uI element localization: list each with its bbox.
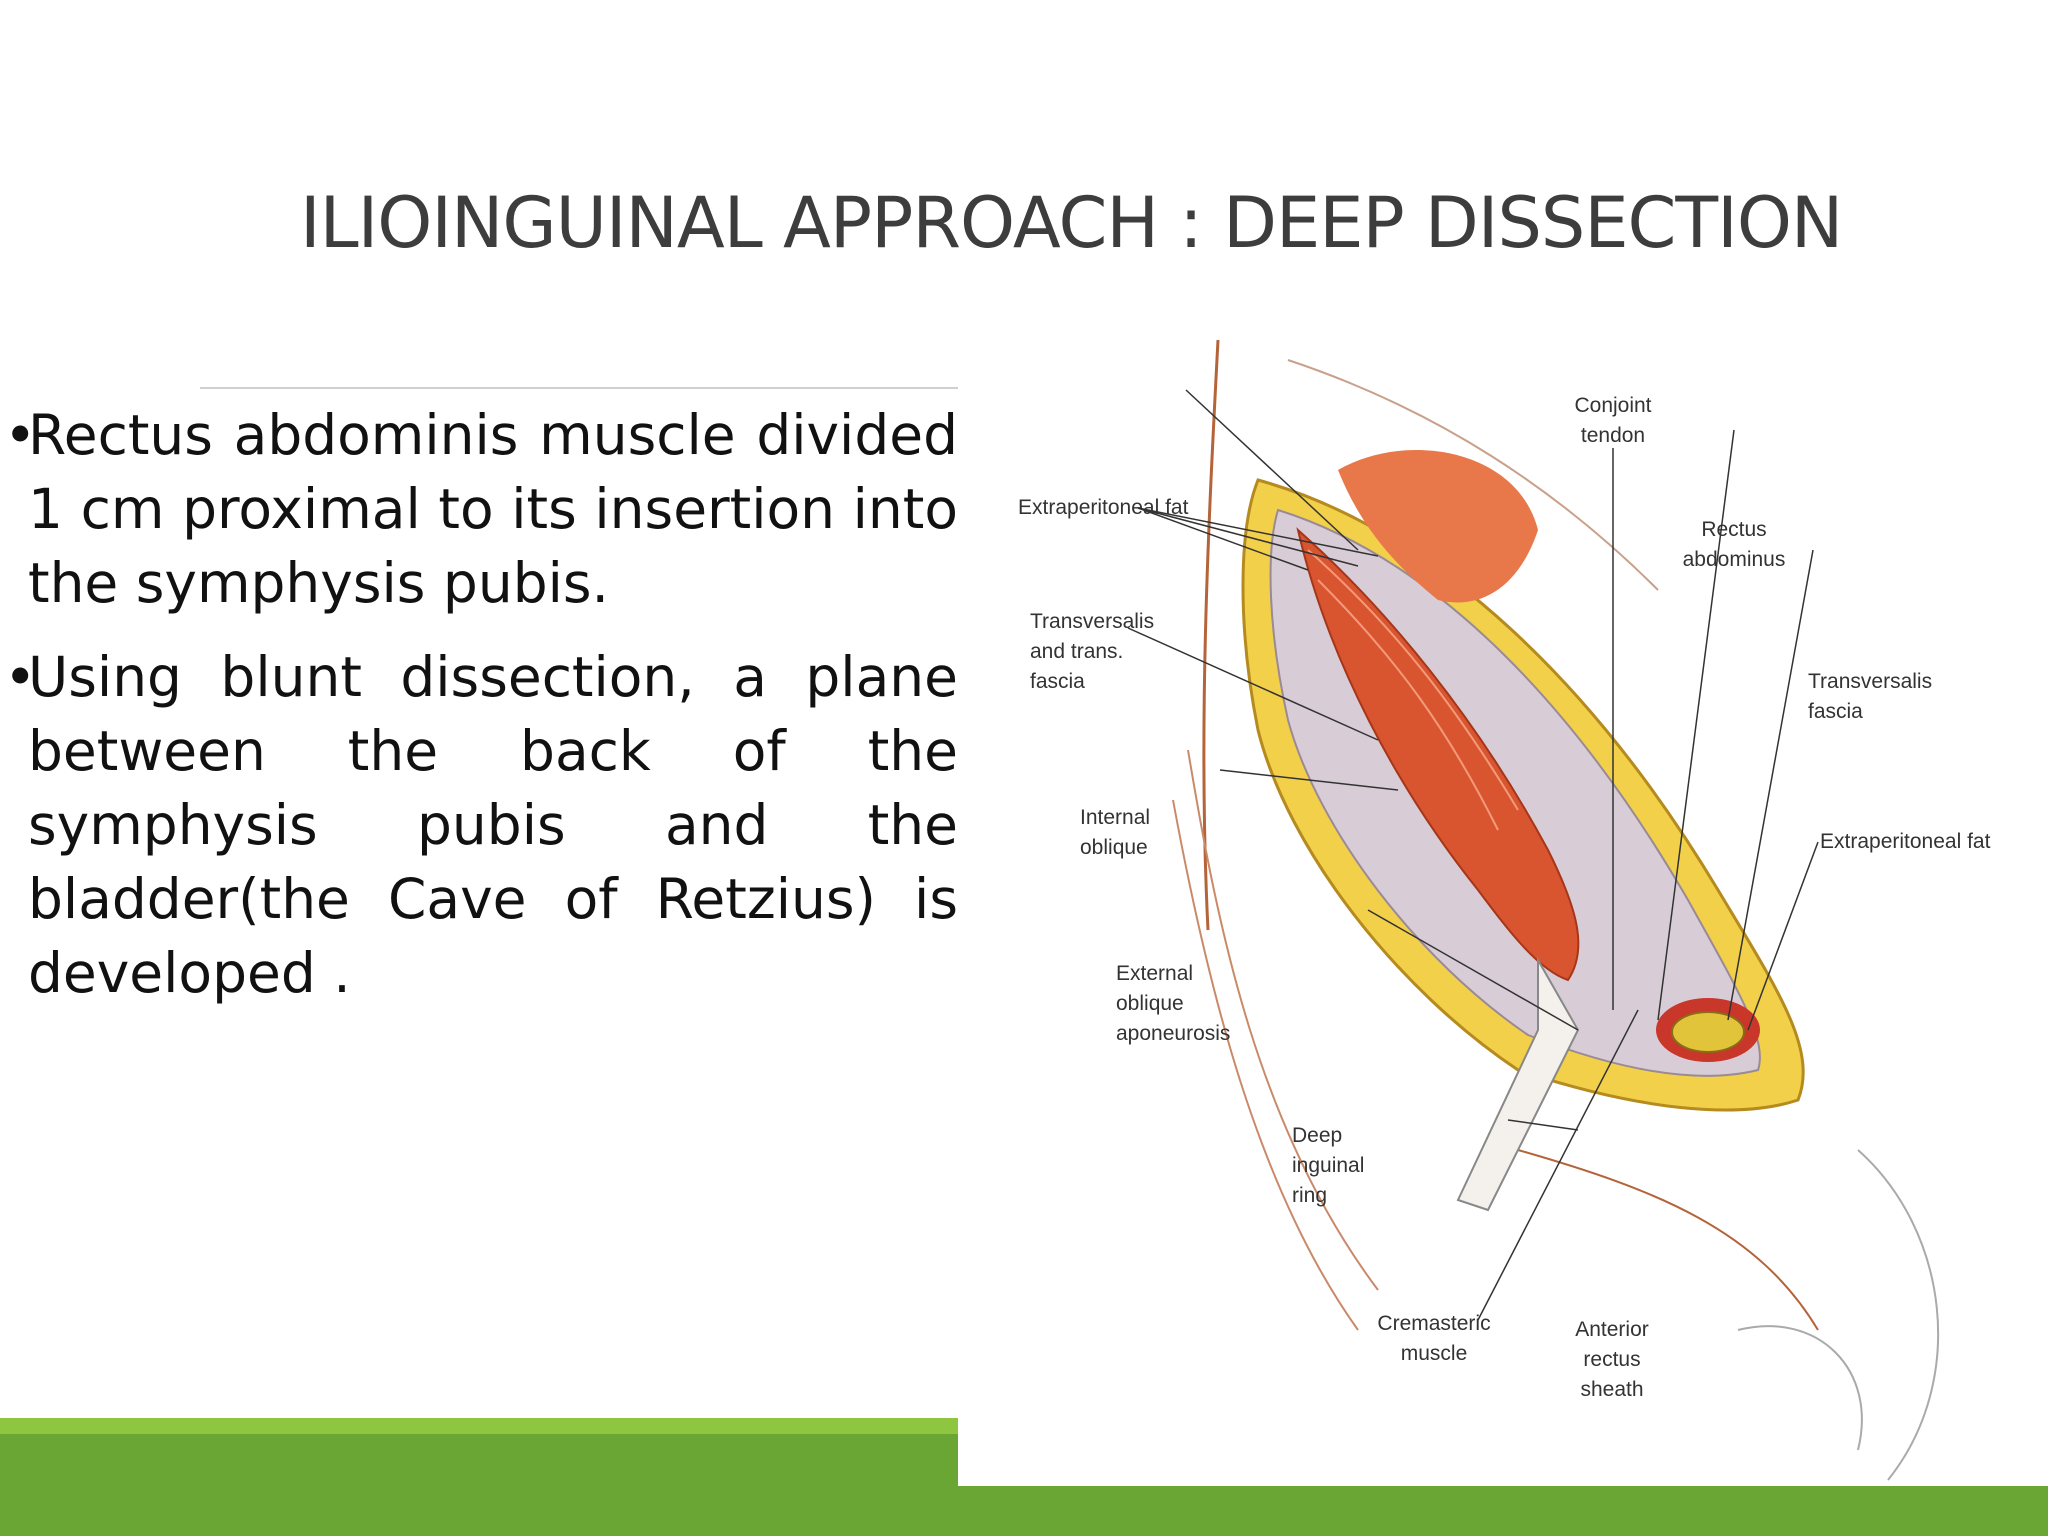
muscle-upper — [1338, 450, 1538, 603]
footer-accent-light — [0, 1418, 958, 1434]
slide-title: ILIOINGUINAL APPROACH : DEEP DISSECTION — [300, 182, 1843, 264]
label-conjoint: Conjoint — [1574, 394, 1651, 417]
footer-accent-dark-right — [958, 1486, 2048, 1536]
anatomy-illustration: Conjoint tendon Extraperitoneal fat Rect… — [958, 330, 2048, 1486]
label-internal-oblique: Internal — [1080, 806, 1150, 829]
label-extraperitoneal-fat-left: Extraperitoneal fat — [1018, 496, 1189, 519]
bullet-item-2: • Using blunt dissection, a plane betwee… — [0, 640, 958, 1010]
skin-contour — [1187, 749, 1379, 1291]
label-rectus: abdominus — [1683, 548, 1786, 571]
label-cremasteric: muscle — [1401, 1342, 1468, 1365]
title-divider — [200, 387, 958, 389]
bullet-marker: • — [4, 403, 37, 467]
label-transversalis-right: fascia — [1808, 700, 1863, 723]
extraperitoneal-fat-window — [1671, 1011, 1745, 1053]
label-deep-ring: ring — [1292, 1184, 1327, 1207]
label-external-oblique: oblique — [1116, 992, 1184, 1015]
bullet-item-1: • Rectus abdominis muscle divided 1 cm p… — [0, 398, 958, 620]
anatomy-drawing: Conjoint tendon Extraperitoneal fat Rect… — [1018, 339, 1991, 1481]
skin-contour — [1202, 339, 1220, 931]
label-transversalis-right: Transversalis — [1808, 670, 1932, 693]
muscle-fiber — [1317, 579, 1499, 831]
label-deep-ring: Deep — [1292, 1124, 1342, 1147]
skin-contour — [1287, 359, 1659, 591]
label-rectus: Rectus — [1701, 518, 1766, 541]
bullet-list: • Rectus abdominis muscle divided 1 cm p… — [0, 398, 958, 1030]
spermatic-cord — [1456, 956, 1580, 1212]
label-internal-oblique: oblique — [1080, 836, 1148, 859]
label-anterior-rectus: Anterior — [1575, 1318, 1649, 1341]
label-deep-ring: inguinal — [1292, 1154, 1364, 1177]
label-anterior-rectus: sheath — [1580, 1378, 1643, 1401]
label-external-oblique: External — [1116, 962, 1193, 985]
bullet-text: Rectus abdominis muscle divided 1 cm pro… — [28, 403, 958, 615]
label-transversalis-left: fascia — [1030, 670, 1085, 693]
skin-contour — [1517, 1149, 1819, 1331]
bullet-marker: • — [4, 645, 37, 709]
skin-contour — [1857, 1149, 1939, 1481]
label-cremasteric: Cremasteric — [1377, 1312, 1490, 1335]
label-conjoint: tendon — [1581, 424, 1645, 447]
footer-accent-dark — [0, 1434, 958, 1536]
label-external-oblique: aponeurosis — [1116, 1022, 1230, 1045]
skin-contour — [1737, 1325, 1863, 1451]
skin-contour — [1172, 799, 1359, 1331]
label-transversalis-left: and trans. — [1030, 640, 1123, 663]
label-extraperitoneal-fat-right: Extraperitoneal fat — [1820, 830, 1991, 853]
muscle-fiber — [1307, 549, 1519, 811]
bullet-text: Using blunt dissection, a plane between … — [28, 645, 958, 1005]
label-transversalis-left: Transversalis — [1030, 610, 1154, 633]
label-anterior-rectus: rectus — [1583, 1348, 1640, 1371]
internal-oblique-muscle — [1296, 527, 1580, 982]
leader-lines — [1127, 389, 1819, 1321]
